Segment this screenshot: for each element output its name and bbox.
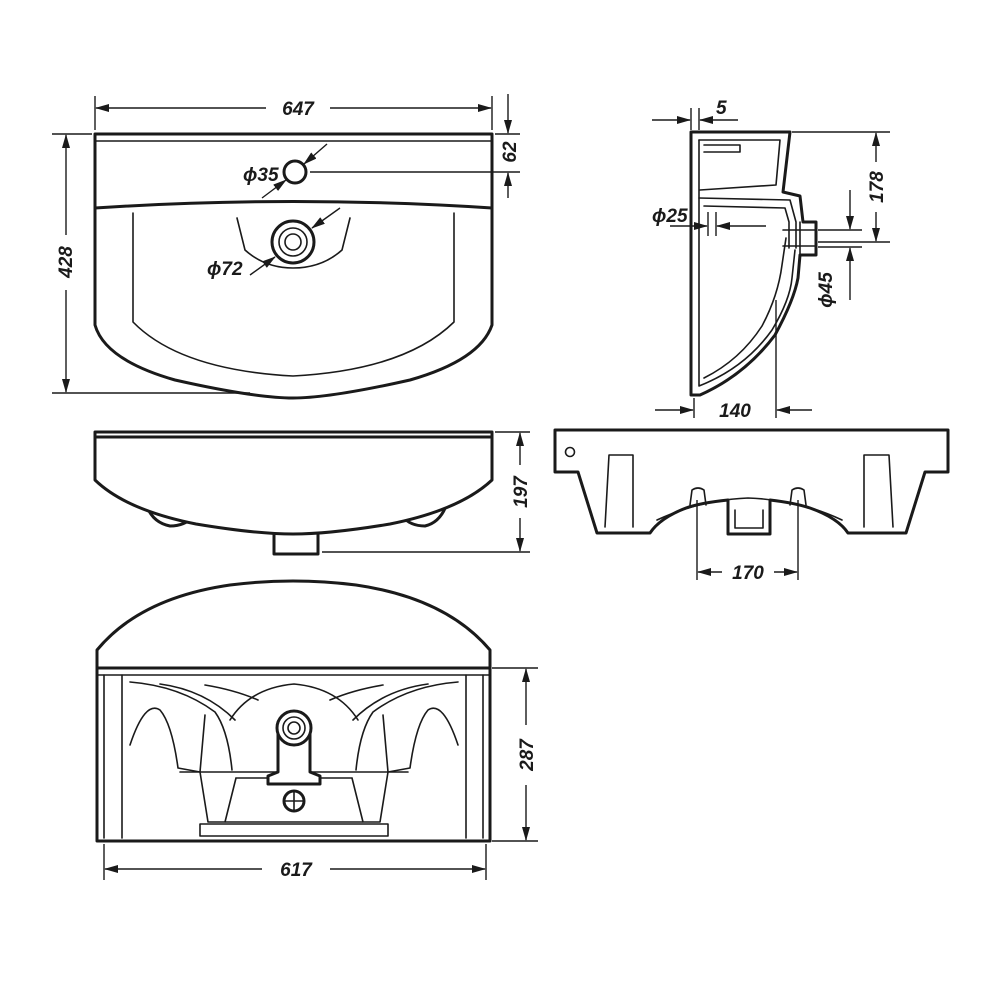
rear-mounting-hole [564, 446, 576, 458]
section-inner-wall [698, 139, 796, 387]
drain-hole-core [284, 233, 302, 251]
bottom-view [95, 579, 492, 843]
rear-leg-right [863, 454, 894, 528]
front-view-dimensions: 197 [322, 431, 532, 553]
section-outer-profile [689, 130, 818, 397]
drain-hole-outer [270, 219, 316, 265]
top-depth-label: 428 [56, 246, 77, 279]
tap-hole-label: ϕ35 [243, 165, 279, 186]
rear-view-dimensions: 170 [696, 500, 799, 584]
bottom-right-rib [329, 681, 459, 771]
bowl-outline [132, 212, 455, 377]
bottom-center-arch [229, 683, 359, 721]
outlet-label: ϕ45 [816, 272, 837, 308]
bottom-drain-neck [266, 728, 322, 786]
section-bowl-wall [703, 237, 787, 379]
section-rim-cavity [698, 139, 781, 191]
projection-label: 140 [719, 401, 751, 422]
bottom-base-bar [199, 823, 389, 837]
drain-label: ϕ72 [207, 259, 243, 280]
bottom-depth-label: 287 [517, 738, 538, 772]
bottom-left-wave [129, 707, 206, 773]
bottom-front-arc [95, 579, 492, 670]
section-height-label: 178 [867, 171, 888, 203]
top-view-dimensions: 647 428 62 ϕ35 ϕ72 [52, 94, 521, 394]
rear-spacing-label: 170 [732, 563, 764, 584]
side-section-dimensions: 5 178 ϕ45 ϕ25 140 [652, 98, 890, 422]
rear-leg-left [604, 454, 634, 528]
drain-spigot [782, 221, 817, 256]
front-body-outline [93, 430, 494, 536]
basin-outline [93, 132, 494, 400]
drain-recess [236, 217, 351, 269]
rear-bracket-left [689, 487, 707, 506]
bottom-drain-outer [275, 709, 313, 747]
deck-front-edge [93, 200, 494, 210]
side-section [689, 130, 818, 397]
wall-thickness-label: 5 [716, 98, 727, 119]
top-view [93, 132, 494, 400]
front-height-label: 197 [511, 475, 532, 508]
rim-depth-label: 62 [500, 141, 521, 163]
bottom-drain-inner [282, 716, 306, 740]
bottom-drain-core [287, 721, 301, 735]
tap-hole [282, 159, 308, 185]
front-view [93, 430, 494, 556]
rear-view [553, 428, 950, 536]
rear-bracket-right [789, 487, 807, 506]
rear-drain-block [734, 509, 764, 529]
bottom-right-wave [382, 707, 459, 773]
bottom-left-rib [129, 681, 259, 771]
drain-hole-inner [278, 227, 308, 257]
rear-body-outline [553, 428, 950, 536]
overflow-channel [698, 197, 797, 249]
bottom-width-label: 617 [280, 860, 313, 881]
rear-inner-skirt [656, 497, 843, 521]
top-width-label: 647 [282, 99, 315, 120]
bottom-view-dimensions: 287 617 [103, 667, 538, 881]
overflow-label: ϕ25 [652, 206, 688, 227]
